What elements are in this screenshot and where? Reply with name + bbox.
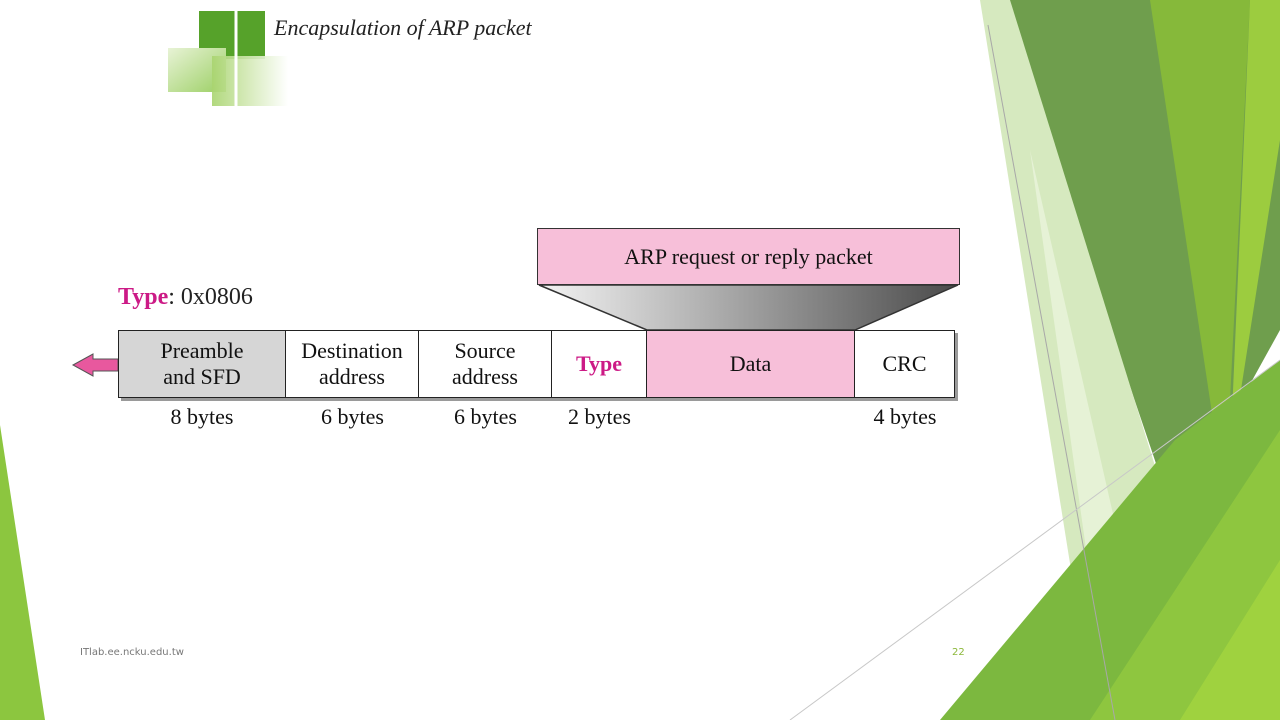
title-decoration-squares	[168, 0, 288, 110]
arp-to-data-funnel	[538, 284, 959, 331]
type-value-label: Type: 0x0806	[118, 284, 253, 311]
field-data: Data	[647, 330, 855, 398]
field-crc: CRC	[855, 330, 955, 398]
transmit-direction-arrow	[71, 353, 119, 377]
size-crc: 4 bytes	[873, 404, 937, 429]
size-type: 2 bytes	[568, 404, 631, 429]
field-type: Type	[552, 330, 647, 398]
field-preamble: Preamble and SFD	[118, 330, 286, 398]
arp-packet-box: ARP request or reply packet	[537, 228, 960, 285]
slide-title: Encapsulation of ARP packet	[274, 15, 532, 40]
size-destination-address: 6 bytes	[321, 404, 384, 429]
type-label-keyword: Type	[118, 284, 169, 310]
ethernet-frame: Preamble and SFD Destination address Sou…	[118, 330, 955, 398]
size-preamble: 8 bytes	[170, 404, 234, 429]
field-destination-address: Destination address	[286, 330, 419, 398]
footer-url: ITlab.ee.ncku.edu.tw	[80, 647, 184, 658]
left-green-sliver	[0, 425, 45, 720]
page-number: 22	[952, 647, 965, 658]
type-label-value: : 0x0806	[168, 284, 253, 310]
right-green-facets	[789, 0, 1280, 720]
field-source-address: Source address	[419, 330, 552, 398]
size-source-address: 6 bytes	[454, 404, 517, 429]
